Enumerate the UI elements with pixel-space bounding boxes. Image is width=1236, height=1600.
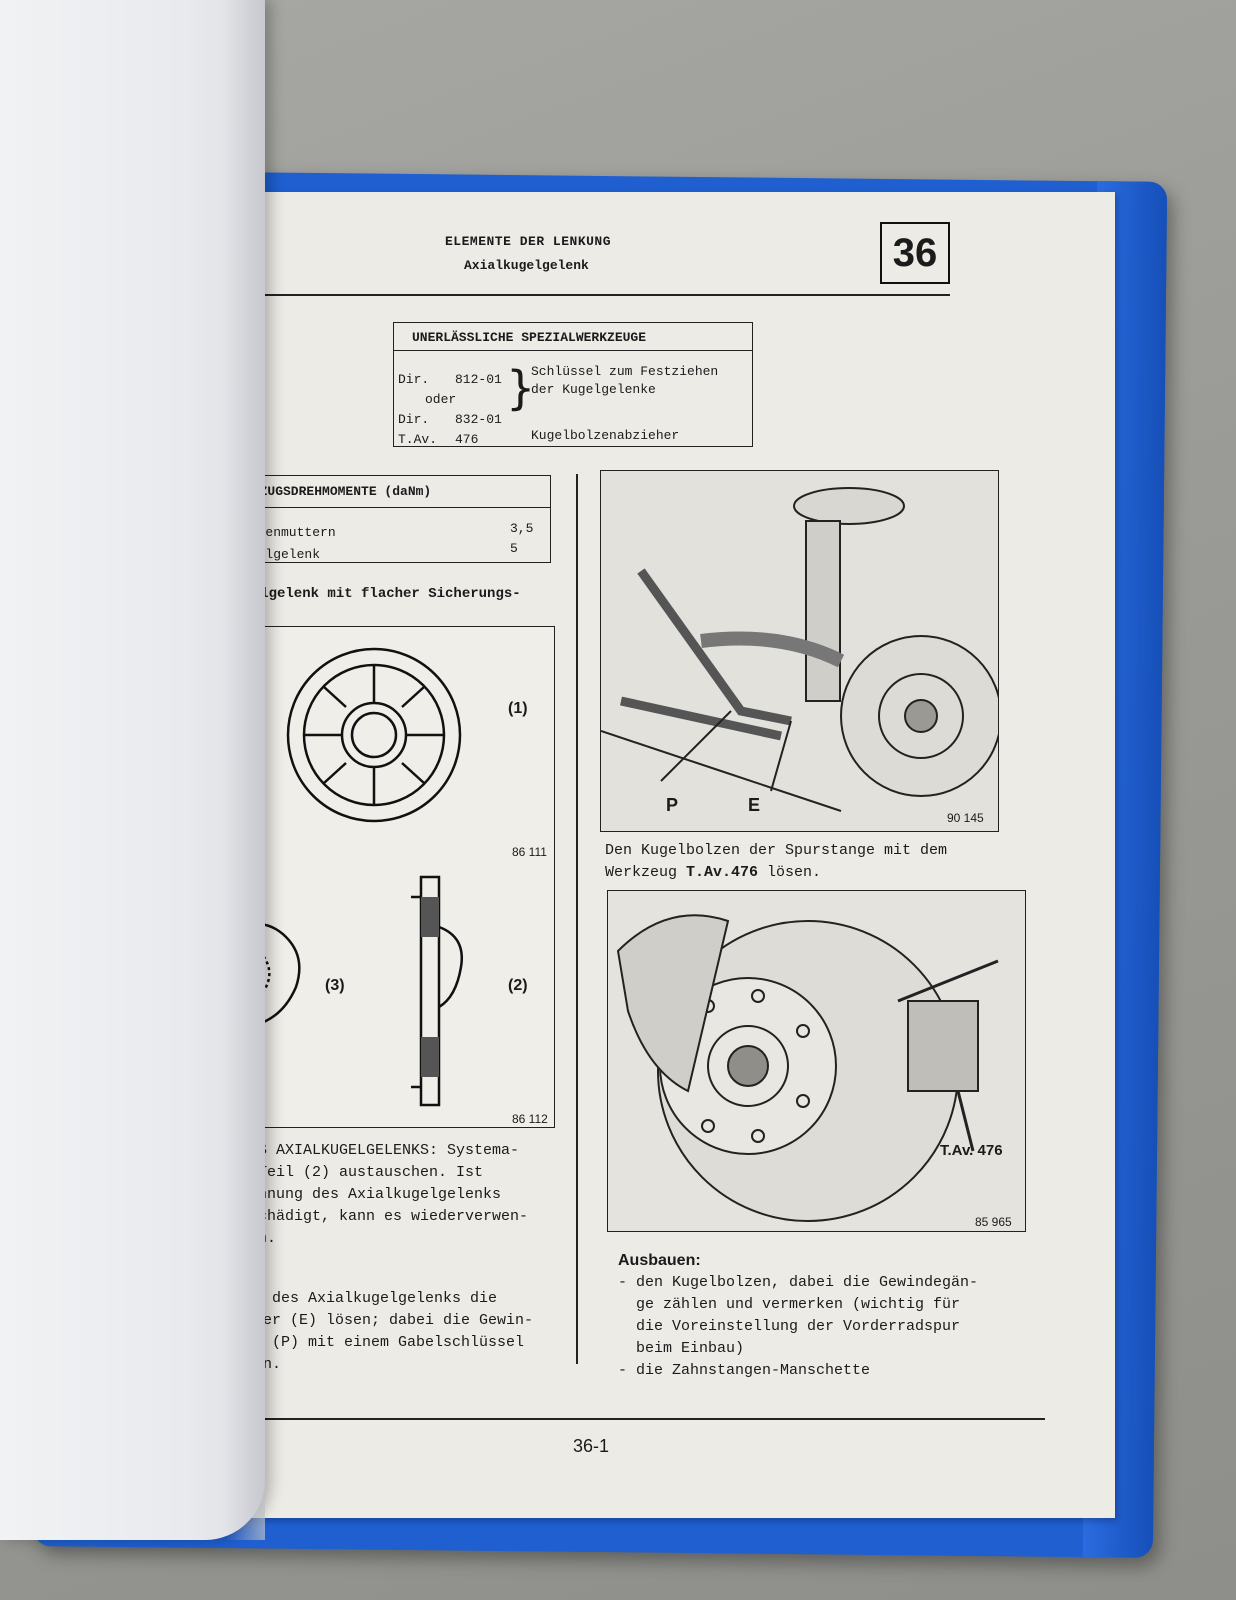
brake-disc-photo xyxy=(616,914,999,1222)
torque-box: ANZUGSDREHMOMENTE (daNm) xyxy=(230,475,551,563)
tool-prefix: T.Av. xyxy=(398,432,438,447)
caption-line: Werkzeug T.Av.476 lösen. xyxy=(605,864,822,881)
tool-code: 476 xyxy=(455,432,479,447)
bullet-line: die Voreinstellung der Vorderradspur xyxy=(618,1318,961,1335)
tool-code: 832-01 xyxy=(455,412,502,427)
column-divider xyxy=(576,474,578,1364)
tool-callout: T.Av. 476 xyxy=(940,1142,1003,1159)
lock-plate-figure xyxy=(225,626,555,1128)
steering-photo-figure xyxy=(600,470,1002,832)
fig-label: (1) xyxy=(508,700,528,717)
bullet-line: - den Kugelbolzen, dabei die Gewindegän- xyxy=(618,1274,979,1291)
removal-heading: Ausbauen: xyxy=(618,1252,701,1269)
caption-line: Den Kugelbolzen der Spurstange mit dem xyxy=(605,842,948,859)
figure-number: 85 965 xyxy=(975,1215,1012,1229)
caption-line: ugelgelenk mit flacher Sicherungs- xyxy=(235,586,521,602)
photo-label-e: E xyxy=(748,795,761,815)
page-number: 36-1 xyxy=(573,1436,610,1456)
tool-desc: Kugelbolzenabzieher xyxy=(531,428,680,443)
steering-photo xyxy=(600,487,1002,812)
section-title: ELEMENTE DER LENKUNG xyxy=(445,234,612,249)
photo-label-p: P xyxy=(666,795,679,815)
tool-prefix: oder xyxy=(425,392,457,407)
facing-page xyxy=(0,0,265,1540)
footer-rule xyxy=(210,1418,1045,1420)
bullet-line: beim Einbau) xyxy=(618,1340,745,1357)
tool-prefix: Dir. xyxy=(398,412,430,427)
tool-code: 812-01 xyxy=(455,372,502,387)
torque-value: 3,5 xyxy=(510,521,534,536)
tool-desc: Schlüssel zum Festziehen xyxy=(531,364,719,379)
bullet-line: ge zählen und vermerken (wichtig für xyxy=(618,1296,961,1313)
section-subtitle: Axialkugelgelenk xyxy=(464,258,589,273)
tool-desc: der Kugelgelenke xyxy=(531,382,656,397)
torque-label: olzenmuttern xyxy=(242,525,336,540)
torque-value: 5 xyxy=(510,541,518,556)
paragraph-line: beschädigt, kann es wiederverwen- xyxy=(222,1208,529,1225)
torque-heading: ANZUGSDREHMOMENTE (daNm) xyxy=(230,476,550,508)
fig-label: (3) xyxy=(325,977,345,994)
chapter-number-box: 36 xyxy=(880,222,950,284)
figure-number: 90 145 xyxy=(947,811,984,825)
paragraph-line: rmutter (E) lösen; dabei die Gewin- xyxy=(218,1312,534,1329)
tool-prefix: Dir. xyxy=(398,372,430,387)
disc-photo-figure xyxy=(607,890,1026,1232)
fig-label: (2) xyxy=(508,977,528,994)
figure-number: 86 112 xyxy=(512,1112,548,1126)
header-rule xyxy=(230,294,950,296)
paragraph-line: U DES AXIALKUGELGELENKS: Systema- xyxy=(222,1142,520,1159)
special-tools-heading: UNERLÄSSLICHE SPEZIALWERKZEUGE xyxy=(394,323,752,351)
special-tools-box: UNERLÄSSLICHE SPEZIALWERKZEUGE xyxy=(393,322,753,447)
brace-icon: } xyxy=(506,361,536,415)
figure-number: 86 111 xyxy=(512,845,547,859)
bullet-line: - die Zahnstangen-Manschette xyxy=(618,1362,871,1379)
lock-plate-drawing xyxy=(234,647,463,1107)
